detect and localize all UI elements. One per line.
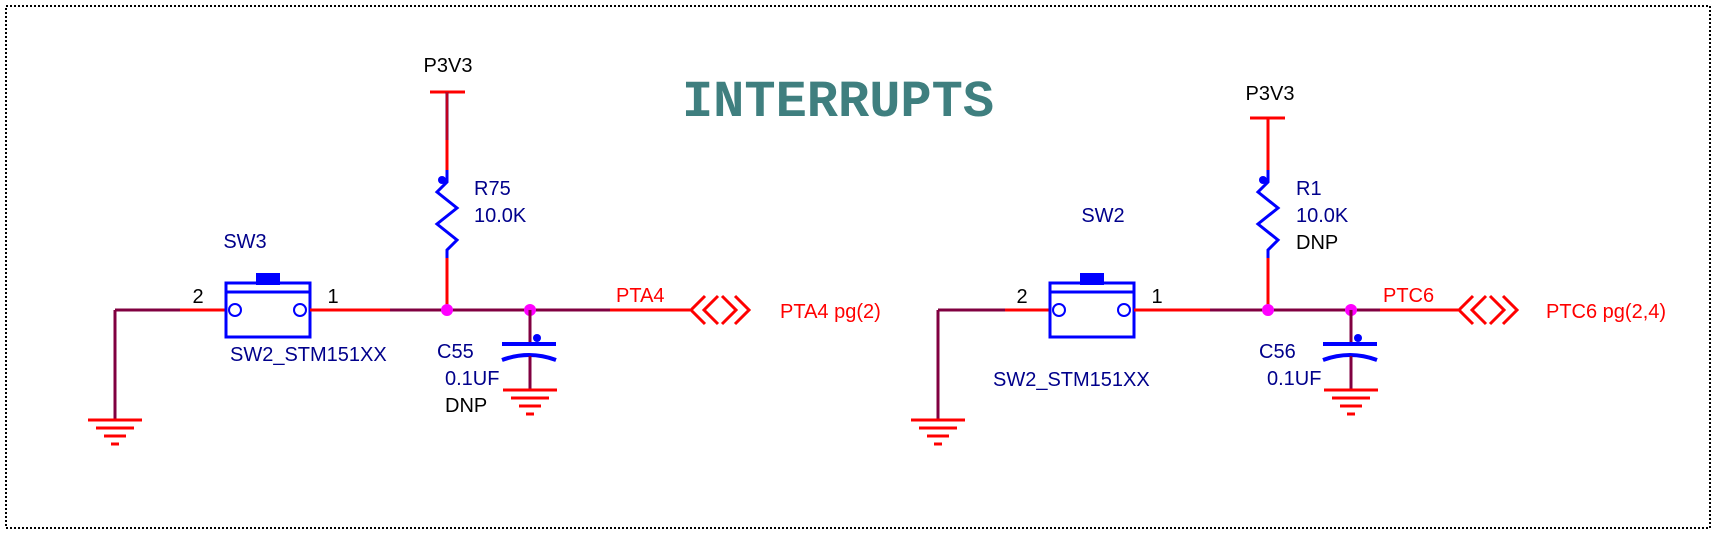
left-junction-resistor	[441, 304, 453, 316]
left-power-label: P3V3	[424, 55, 473, 77]
right-resistor-value: 10.0K	[1296, 205, 1349, 227]
right-switch-pin-2: 2	[1016, 286, 1027, 308]
schematic-title: INTERRUPTS	[682, 73, 994, 132]
left-switch-pin-2: 2	[192, 286, 203, 308]
right-net-label: PTC6	[1383, 285, 1434, 307]
right-resistor-ref: R1	[1296, 178, 1322, 200]
right-capacitor-value: 0.1UF	[1267, 368, 1321, 390]
left-resistor-ref: R75	[474, 178, 511, 200]
right-capacitor-symbol	[1322, 310, 1378, 416]
right-switch-symbol	[1048, 273, 1136, 339]
right-junction-resistor	[1262, 304, 1274, 316]
right-switch-pin-1: 1	[1151, 286, 1162, 308]
left-switch-ref: SW3	[223, 231, 266, 253]
left-ground-symbol	[88, 418, 142, 446]
right-offpage-connector-icon	[1456, 294, 1520, 326]
left-switch-part: SW2_STM151XX	[230, 344, 387, 366]
left-offpage-label: PTA4 pg(2)	[780, 301, 881, 323]
left-offpage-connector-icon	[688, 294, 752, 326]
right-resistor-symbol	[1255, 170, 1281, 310]
left-resistor-value: 10.0K	[474, 205, 527, 227]
sheet-border	[5, 5, 1711, 529]
right-power-label: P3V3	[1246, 83, 1295, 105]
left-net-label: PTA4	[616, 285, 665, 307]
right-circuit: P3V3 R1 10.0K DNP SW2 2	[911, 83, 1666, 446]
right-switch-part: SW2_STM151XX	[993, 369, 1150, 391]
left-switch-pin-1: 1	[327, 286, 338, 308]
right-offpage-label: PTC6 pg(2,4)	[1546, 301, 1666, 323]
right-ground-symbol	[911, 418, 965, 446]
left-capacitor-ref: C55	[437, 341, 474, 363]
left-circuit: P3V3 R75 10.0K SW3	[88, 55, 881, 446]
left-capacitor-symbol	[501, 310, 557, 416]
left-capacitor-note: DNP	[445, 395, 487, 417]
left-resistor-symbol	[434, 140, 460, 310]
left-switch-symbol	[224, 273, 312, 339]
right-resistor-note: DNP	[1296, 232, 1338, 254]
right-switch-ref: SW2	[1081, 205, 1124, 227]
right-capacitor-ref: C56	[1259, 341, 1296, 363]
left-capacitor-value: 0.1UF	[445, 368, 499, 390]
